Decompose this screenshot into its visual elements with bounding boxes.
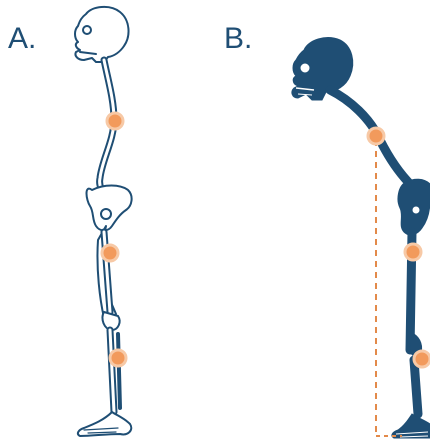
joint-spine-b [368,128,384,144]
joint-spine-a [107,113,123,129]
foot-b [392,414,430,438]
joint-hip-a [102,245,118,261]
upright-skeleton-icon [75,7,132,436]
joint-hip-b [405,244,421,260]
joint-knee-a [110,350,126,366]
joint-knee-b [414,351,430,367]
pelvis-a [87,186,132,231]
skull-a [75,7,129,62]
shin-b [414,360,418,414]
stooped-skeleton-icon [292,38,430,438]
